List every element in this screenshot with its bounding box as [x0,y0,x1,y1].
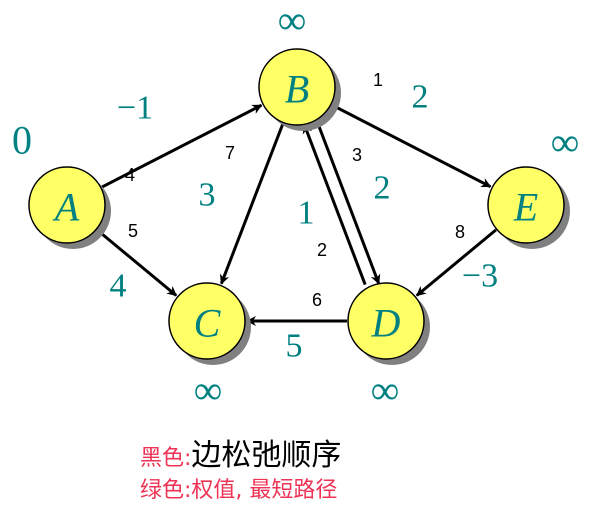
node-B: B [258,48,341,131]
edge-E-D [415,228,497,297]
legend-green: 绿色:权值, 最短路径 [140,472,337,504]
order-D-C: 6 [312,290,322,310]
edge-D-B [302,123,367,286]
legend-black-text: 边松弛顺序 [191,438,342,473]
node-C: C [168,282,251,365]
legend-black-prefix: 黑色: [140,446,192,471]
weight-A-C: 4 [110,268,127,305]
edge-B-D [316,122,381,285]
weight-B-E: 2 [412,79,429,116]
order-B-D: 3 [352,145,362,165]
node-circle [168,282,246,360]
node-circle [258,48,336,126]
node-label-D: D [371,301,401,346]
node-A: A [28,166,111,249]
edge-A-B [101,103,263,189]
order-B-C: 7 [225,143,235,163]
order-A-B: 4 [125,165,135,185]
node-label-C: C [194,301,222,346]
node-E: E [487,166,570,249]
nodes: A B C D E [28,48,570,365]
dist-B: ∞ [278,0,307,43]
legend-black: 黑色:边松弛顺序 [140,430,341,474]
order-B-E: 1 [373,70,383,90]
order-D-B: 2 [317,240,327,260]
edge-B-E [330,103,492,189]
weight-B-C: 3 [199,177,216,214]
weight-B-D: 2 [374,170,391,207]
edge-B-C [219,122,285,285]
weight-E-D: −3 [462,258,498,295]
node-circle [347,282,425,360]
node-circle [28,166,106,244]
node-D: D [347,282,430,365]
legend-green-text: 权值, 最短路径 [191,478,338,503]
weight-A-B: −1 [117,90,153,127]
order-E-D: 8 [455,222,465,242]
node-circle [487,166,565,244]
weight-D-C: 5 [286,328,303,365]
node-label-E: E [513,185,538,230]
dist-D: ∞ [371,368,400,413]
dist-E: ∞ [551,120,580,165]
legend-green-prefix: 绿色: [140,478,192,503]
order-A-C: 5 [128,221,138,241]
dist-A: 0 [12,118,32,163]
node-label-A: A [52,185,80,230]
node-label-B: B [285,67,309,112]
edge-A-C [96,228,178,297]
dist-C: ∞ [194,368,223,413]
weight-D-B: 1 [298,195,315,232]
edges [96,103,497,326]
